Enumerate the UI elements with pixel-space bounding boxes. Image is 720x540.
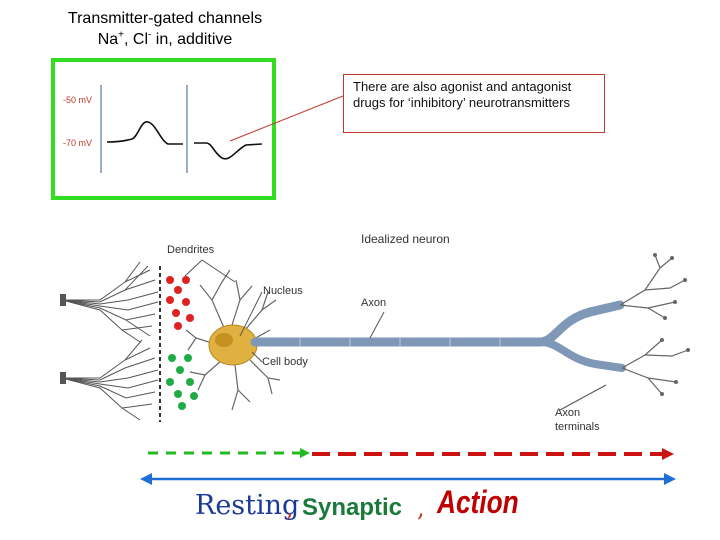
caption-comma-2: ,: [417, 494, 425, 522]
myelin-segments: [299, 338, 501, 346]
label-axon-terminals: Axon terminals: [555, 406, 600, 434]
range-arrowhead-left: [140, 473, 152, 485]
label-axon-terminals-line2: terminals: [555, 421, 600, 433]
excitatory-transmitters: [166, 276, 194, 330]
action-arrowhead: [662, 448, 674, 460]
label-leaders: [184, 259, 607, 411]
label-dendrites: Dendrites: [167, 244, 215, 256]
ipsp-trace: [194, 142, 263, 160]
axon: [250, 300, 625, 347]
presynaptic-axon-top: [60, 294, 66, 306]
presynaptic-axon-bottom: [60, 372, 66, 384]
title-sodium: Na: [97, 31, 119, 48]
caption-comma-1: ,: [286, 494, 294, 522]
epsp-trace: [106, 121, 183, 145]
inhibitory-transmitters: [166, 354, 198, 410]
label-axon: Axon: [361, 297, 387, 309]
title-line-1: Transmitter-gated channels: [67, 10, 263, 27]
label-minus-50mv: -50 mV: [63, 95, 93, 105]
terminal-boutons: [653, 253, 690, 396]
label-axon-terminals-line1: Axon: [555, 407, 581, 419]
caption-synaptic: Synaptic: [302, 494, 403, 521]
range-arrowhead-right: [664, 473, 676, 485]
presynaptic-neurons: [61, 261, 159, 421]
nucleus: [215, 333, 233, 347]
caption-action: Action: [437, 484, 519, 520]
resting-arrowhead: [300, 448, 310, 458]
label-cell-body: Cell body: [262, 356, 308, 368]
title-line-2: Na+, Cl- in, additive: [40, 29, 290, 50]
slide-title: Transmitter-gated channels Na+, Cl- in, …: [40, 8, 290, 50]
title-suffix: in, additive: [151, 31, 233, 48]
label-minus-70mv: -70 mV: [63, 138, 93, 148]
axon-terminals: [619, 254, 689, 395]
callout-pointer: [229, 95, 344, 142]
axon-branch-lower: [536, 338, 626, 372]
title-chloride: , Cl: [124, 31, 148, 48]
cell-body: [208, 324, 258, 366]
potential-graph-box: [51, 58, 276, 200]
label-idealized-neuron: Idealized neuron: [361, 232, 450, 246]
caption-resting: Resting: [195, 490, 300, 521]
label-nucleus: Nucleus: [263, 285, 303, 297]
title-sodium-charge: +: [118, 29, 124, 41]
agonist-callout: There are also agonist and antagonist dr…: [343, 74, 605, 133]
title-chloride-charge: -: [148, 29, 152, 41]
